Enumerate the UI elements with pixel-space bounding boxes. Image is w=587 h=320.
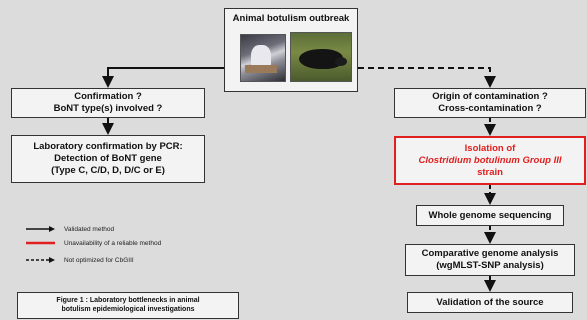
- bont-type-line: BoNT type(s) involved ?: [53, 103, 163, 114]
- caption-line-2: botulism epidemiological investigations: [61, 306, 195, 313]
- legend-not-optimized-label: Not optimized for CbGIII: [64, 256, 134, 264]
- origin-box: Origin of contamination ? Cross-contamin…: [394, 88, 586, 118]
- legend-unavailable: Unavailability of a reliable method: [26, 239, 161, 247]
- photo-vet-sampling: [240, 34, 286, 82]
- figure-caption: Figure 1 : Laboratory bottlenecks in ani…: [17, 292, 239, 319]
- outbreak-title: Animal botulism outbreak: [232, 13, 350, 24]
- validated-connector: [102, 67, 224, 88]
- species-line: Clostridium botulinum Group III: [418, 154, 562, 166]
- types-line: (Type C, C/D, D, D/C or E): [51, 165, 165, 176]
- caption-line-1: Figure 1 : Laboratory bottlenecks in ani…: [56, 297, 200, 304]
- validation-label: Validation of the source: [436, 296, 544, 308]
- legend-red-line: [26, 241, 55, 245]
- legend-validated: Validated method: [26, 225, 114, 233]
- confirmation-line: Confirmation ?: [74, 91, 142, 102]
- legend-not-optimized: Not optimized for CbGIII: [26, 256, 134, 264]
- detection-line: Detection of BoNT gene: [54, 153, 162, 164]
- isolation-box: Isolation of Clostridium botulinum Group…: [394, 136, 586, 185]
- legend-dashed-arrow: [26, 257, 55, 263]
- strain-line: strain: [477, 166, 503, 178]
- wgs-box: Whole genome sequencing: [416, 205, 564, 226]
- isolation-line: Isolation of: [464, 142, 516, 154]
- not-optimized-connector: [358, 67, 496, 88]
- wgmlst-line: (wgMLST-SNP analysis): [436, 260, 544, 271]
- validation-box: Validation of the source: [407, 292, 573, 313]
- origin-line: Origin of contamination ?: [432, 91, 548, 102]
- comparative-line: Comparative genome analysis: [421, 248, 559, 259]
- comparative-box: Comparative genome analysis (wgMLST-SNP …: [405, 244, 575, 276]
- cross-contamination-line: Cross-contamination ?: [438, 103, 542, 114]
- lab-confirmation-line: Laboratory confirmation by PCR:: [33, 141, 183, 152]
- lab-confirmation-box: Laboratory confirmation by PCR: Detectio…: [11, 135, 205, 183]
- wgs-label: Whole genome sequencing: [428, 209, 552, 221]
- confirmation-box: Confirmation ? BoNT type(s) involved ?: [11, 88, 205, 118]
- legend-validated-label: Validated method: [64, 225, 115, 233]
- photo-dead-cattle: [290, 32, 352, 82]
- legend-unavailable-label: Unavailability of a reliable method: [64, 239, 162, 247]
- legend-solid-arrow: [26, 226, 55, 232]
